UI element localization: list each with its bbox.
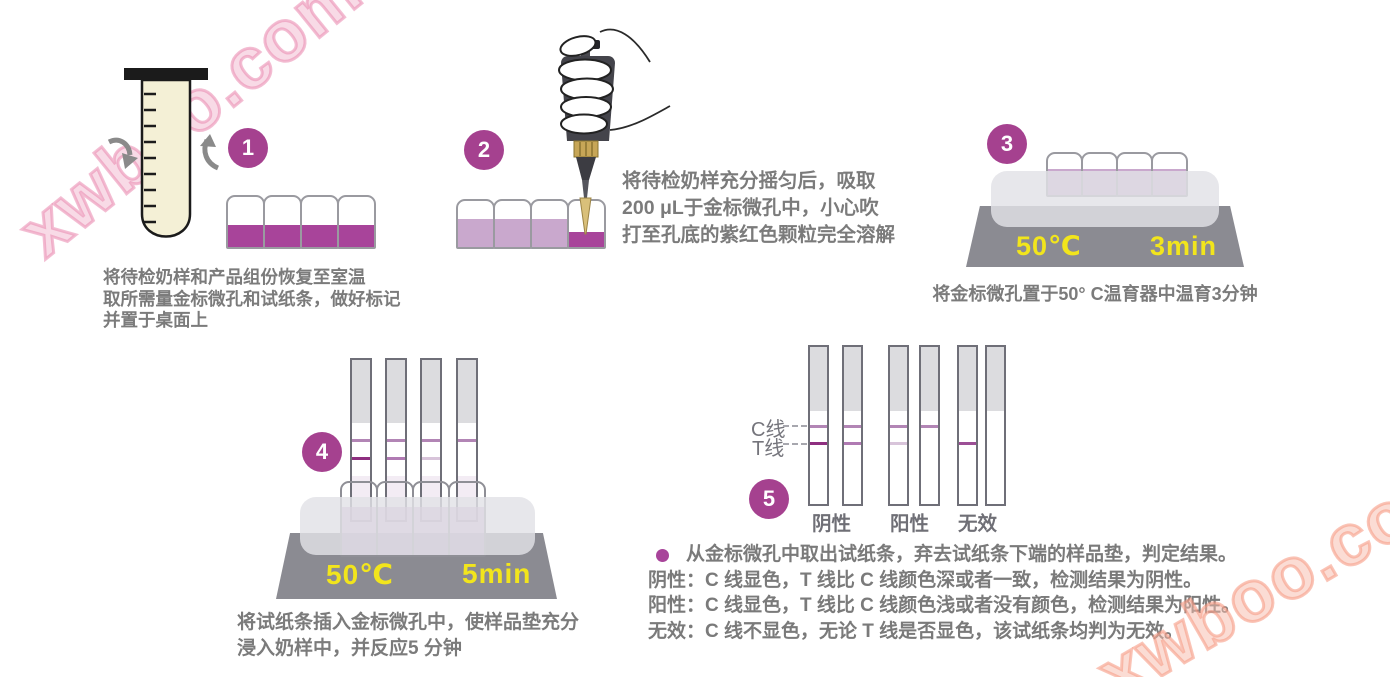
c-line	[422, 439, 440, 442]
step-4-badge: 4	[302, 432, 342, 472]
sample-tube-icon	[124, 68, 208, 238]
test-strip-invalid-1	[957, 345, 978, 506]
milk-sample	[495, 219, 530, 247]
milk-sample	[532, 219, 567, 247]
t-line	[890, 442, 907, 445]
result-interpretation-notes: 从金标微孔中取出试纸条，弃去试纸条下端的样品垫，判定结果。 阴性：C 线显色，T…	[648, 542, 1273, 644]
step-2-caption-line3: 打至孔底的紫红色颗粒完全溶解	[622, 224, 896, 246]
step-4-caption-line2: 浸入奶样中，并反应5 分钟	[237, 638, 462, 659]
microwell	[226, 195, 265, 249]
microwell	[337, 195, 376, 249]
step-3-number: 3	[1000, 131, 1014, 156]
step-1-caption-line3: 并置于桌面上	[103, 310, 208, 330]
microwell	[300, 195, 339, 249]
note-line-negative: 阴性：C 线显色，T 线比 C 线颜色深或者一致，检测结果为阴性。	[648, 569, 1203, 591]
c-line	[810, 425, 827, 428]
microwell	[263, 195, 302, 249]
strip-top-pad	[810, 347, 827, 411]
microwell	[530, 199, 569, 249]
gold-conjugate	[302, 225, 337, 247]
incubator-time: 5min	[462, 558, 532, 589]
gold-conjugate	[339, 225, 374, 247]
step-1-number: 1	[241, 135, 255, 160]
rotate-arrow-left-icon	[107, 137, 138, 169]
strip-top-pad	[921, 347, 938, 411]
test-strip-negative-2	[842, 345, 863, 506]
step-4-number: 4	[315, 439, 329, 464]
microwell	[493, 199, 532, 249]
gold-conjugate	[228, 225, 263, 247]
test-strip-negative-1	[808, 345, 829, 506]
milk-sample	[458, 219, 493, 247]
t-line-label: T线	[752, 438, 785, 460]
t-line	[810, 442, 827, 445]
result-label-invalid: 无效	[958, 513, 998, 535]
t-line	[422, 457, 440, 460]
c-line-pointer	[783, 425, 807, 427]
step-1-caption-line2: 取所需量金标微孔和试纸条，做好标记	[103, 288, 401, 309]
strip-top-pad	[959, 347, 976, 411]
c-line	[921, 425, 938, 428]
step-1-caption-line1: 将待检奶样和产品组份恢复至室温	[103, 267, 366, 287]
step-3-badge: 3	[987, 124, 1027, 164]
note-line-summary: 从金标微孔中取出试纸条，弃去试纸条下端的样品垫，判定结果。	[686, 544, 1238, 565]
test-strip-positive-2	[919, 345, 940, 506]
gold-conjugate	[569, 232, 604, 247]
c-line-label: C线	[751, 419, 786, 441]
t-line	[844, 442, 861, 445]
incubator-temperature: 50℃	[1016, 231, 1082, 261]
bullet-icon	[656, 549, 669, 562]
pipette-hand-icon	[558, 28, 671, 235]
incubator-deck	[300, 497, 535, 555]
t-line	[959, 442, 976, 445]
c-line	[844, 425, 861, 428]
c-line	[387, 439, 405, 442]
c-line	[890, 425, 907, 428]
step-5-badge: 5	[749, 479, 789, 519]
strip-top-pad	[987, 347, 1004, 411]
strip-top-pad	[422, 360, 440, 423]
step-2-caption-line1: 将待检奶样充分摇匀后，吸取	[622, 170, 876, 192]
step-3-caption: 将金标微孔置于50° C温育器中温育3分钟	[932, 284, 1258, 304]
t-line	[387, 457, 405, 460]
step-2-caption-line2: 200 μL于金标微孔中，小心吹	[622, 197, 879, 219]
t-line-pointer	[783, 443, 807, 445]
step-1-badge: 1	[228, 128, 268, 168]
incubator-deck	[991, 171, 1219, 227]
test-strip-invalid-2	[985, 345, 1006, 506]
gold-conjugate	[265, 225, 300, 247]
incubator-temperature: 50℃	[326, 559, 395, 590]
note-line-positive: 阳性：C 线显色，T 线比 C 线颜色浅或者没有颜色，检测结果为阳性。	[648, 595, 1241, 616]
strip-top-pad	[458, 360, 476, 423]
strip-top-pad	[387, 360, 405, 423]
c-line	[458, 439, 476, 442]
step-2-caption: 将待检奶样充分摇匀后，吸取 200 μL于金标微孔中，小心吹 打至孔底的紫红色颗…	[622, 168, 895, 249]
rotate-arrow-right-icon	[200, 134, 220, 171]
step-2-number: 2	[477, 137, 491, 162]
step-1-caption: 将待检奶样和产品组份恢复至室温 取所需量金标微孔和试纸条，做好标记 并置于桌面上	[103, 267, 401, 332]
c-line	[352, 439, 370, 442]
step-4-caption: 将试纸条插入金标微孔中，使样品垫充分 浸入奶样中，并反应5 分钟	[237, 610, 579, 662]
t-line	[352, 457, 370, 460]
strip-top-pad	[352, 360, 370, 423]
step-4-caption-line1: 将试纸条插入金标微孔中，使样品垫充分	[237, 612, 580, 633]
test-strip-positive-1	[888, 345, 909, 506]
strip-top-pad	[890, 347, 907, 411]
note-line-invalid: 无效：C 线不显色，无论 T 线是否显色，该试纸条均判为无效。	[648, 620, 1184, 642]
incubator-time: 3min	[1150, 231, 1218, 261]
microwell	[456, 199, 495, 249]
step-5-number: 5	[762, 486, 776, 511]
result-label-negative: 阴性	[812, 513, 852, 535]
step-2-badge: 2	[464, 130, 504, 170]
strip-top-pad	[844, 347, 861, 411]
result-label-positive: 阳性	[890, 513, 930, 535]
